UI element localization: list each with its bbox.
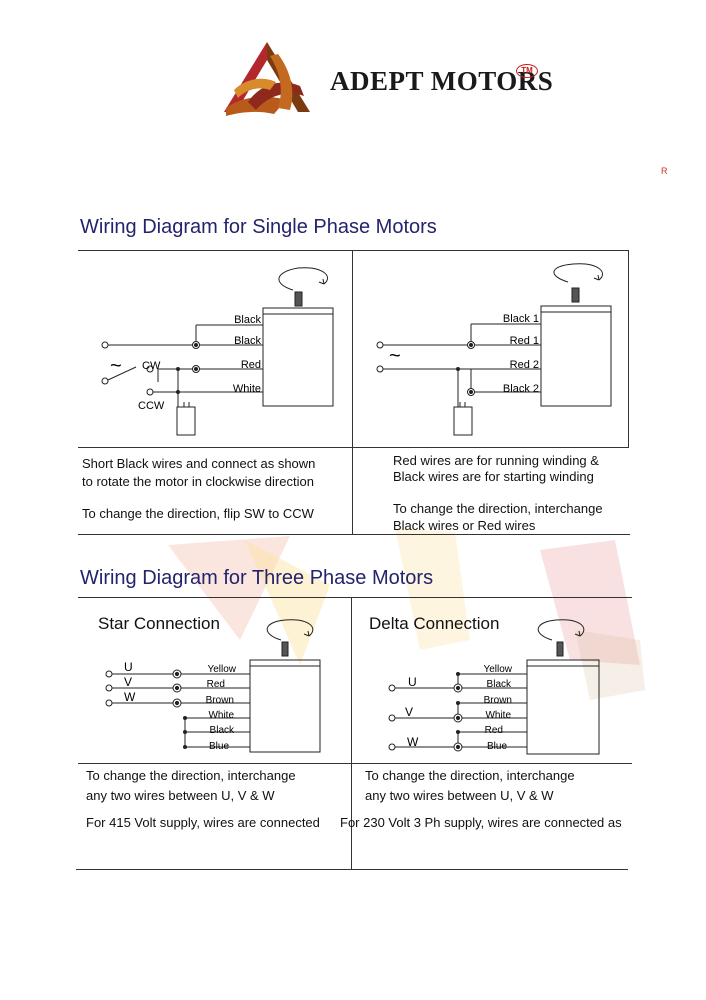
star-connection-diagram: U V W Yellow Red Brown White Black Blue [105,619,321,753]
divider-line [352,250,353,448]
supply-terminal [101,341,109,349]
wire-label: Black 1 [503,313,539,325]
delta-connection-note: To change the direction, interchange any… [365,768,575,803]
footer-note-415v: For 415 Volt supply, wires are connected [86,815,320,830]
rotation-arrow-icon [553,263,604,283]
divider-line [351,597,352,869]
capacitor [453,406,473,436]
wire-label: White [208,710,234,721]
footer-note-230v: For 230 Volt 3 Ph supply, wires are conn… [340,815,622,830]
phase-label: U [124,660,133,674]
wire-label: Red 1 [510,335,539,347]
single-phase-reversible-diagram: Black 1 Red 1 Red 2 Black 2 ~ [376,263,612,436]
wire-label: Black [234,314,261,326]
divider-line [78,763,632,764]
company-name: ADEPT MOTORS [330,66,554,96]
wire-label: Blue [487,741,507,752]
wire-label: Blue [209,741,229,752]
delta-connection-diagram: U V W Yellow Black Brown White Red Blue [388,619,600,755]
rotation-arrow-icon [266,619,314,641]
wire-label: Black [210,725,235,736]
supply-terminal [388,684,396,692]
phase-label: W [124,690,136,704]
three-phase-title: Wiring Diagram for Three Phase Motors [80,567,434,589]
wire-label: Red 2 [510,359,539,371]
phase-label: W [407,735,419,749]
wire-label: Brown [484,695,512,706]
registered-mark: R [661,166,668,176]
supply-terminal [101,377,109,385]
capacitor [176,406,196,436]
divider-line [78,534,630,535]
switch-contact [146,388,154,396]
wire-label: Red [485,725,503,736]
supply-terminal [388,714,396,722]
divider-line [78,250,628,251]
motor-body [249,659,321,753]
delta-connection-title: Delta Connection [369,614,500,633]
wire-label: White [485,710,511,721]
wire-label: Red [241,359,261,371]
wire-label: Black [234,335,261,347]
motor-shaft [294,291,303,307]
wire-label: Yellow [207,664,236,675]
motor-body [262,307,334,407]
company-logo-mark [224,42,310,116]
wire-label: Black [487,679,512,690]
rotation-arrow-icon [278,267,329,291]
switch-ccw-label: CCW [138,400,165,412]
divider-line [78,447,628,448]
wire-label: Brown [206,695,234,706]
divider-line [76,869,628,870]
ac-symbol: ~ [110,355,122,377]
supply-terminal [105,684,113,692]
wire-label: Yellow [483,664,512,675]
motor-shaft [281,641,289,657]
single-phase-left-note: Short Black wires and connect as shown t… [82,456,316,489]
supply-terminal [376,341,384,349]
supply-terminal [105,699,113,707]
switch-contact [146,365,154,373]
trademark-badge: TM [516,64,538,78]
ac-symbol: ~ [389,345,401,367]
divider-line [78,597,632,598]
single-phase-right-note: Red wires are for running winding & Blac… [393,453,599,484]
phase-label: V [124,675,132,689]
motor-shaft [556,641,564,657]
wire-label: Black 2 [503,383,539,395]
divider-line [352,447,353,535]
switch-cw-label: CW [142,360,161,372]
supply-terminal [105,670,113,678]
supply-terminal [376,365,384,373]
motor-shaft [571,287,580,303]
wire-label: Red [207,679,225,690]
motor-body [526,659,600,755]
single-phase-right-note-2: To change the direction, interchange Bla… [393,501,603,533]
rotation-arrow-icon [537,619,585,641]
motor-body [540,305,612,407]
star-connection-title: Star Connection [98,614,220,633]
phase-label: U [408,675,417,689]
single-phase-left-note-2: To change the direction, flip SW to CCW [82,506,314,521]
wire-label: White [233,383,261,395]
phase-label: V [405,705,413,719]
star-connection-note: To change the direction, interchange any… [86,768,296,803]
supply-terminal [388,743,396,751]
single-phase-title: Wiring Diagram for Single Phase Motors [80,216,437,238]
divider-line [628,250,629,448]
single-phase-cw-diagram: Black Black Red White ~ CW CCW [101,267,334,436]
